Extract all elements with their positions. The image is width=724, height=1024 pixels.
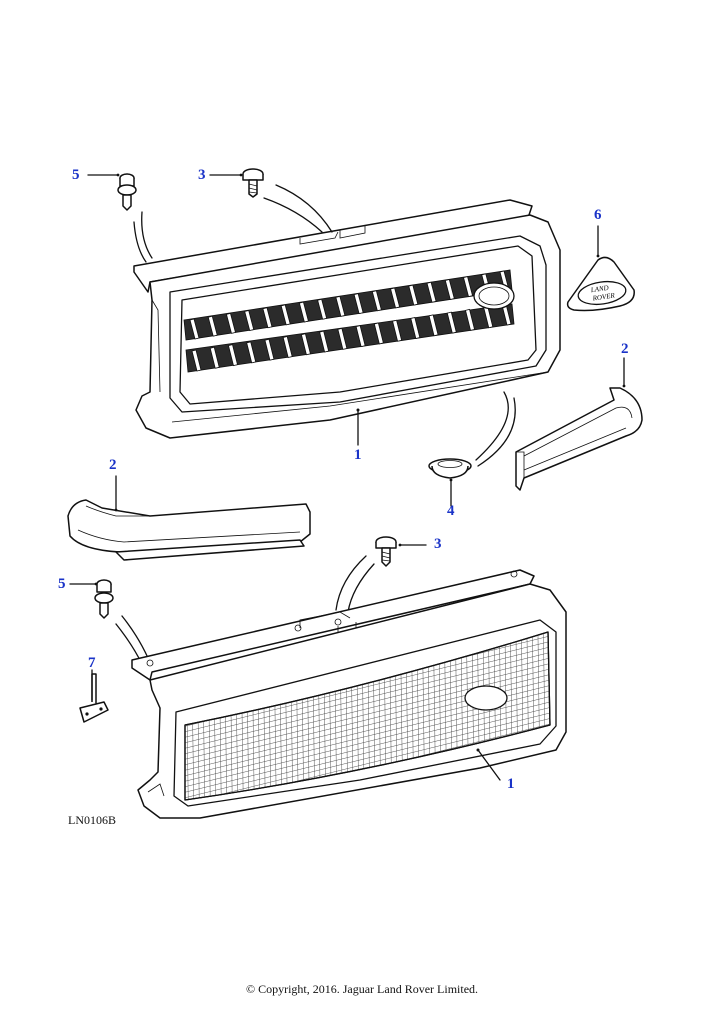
callout-4[interactable]: 4: [447, 503, 455, 519]
bracket-part: [79, 669, 109, 723]
callout-3-top[interactable]: 3: [198, 167, 206, 183]
land-rover-badge-part: LAND ROVER: [566, 225, 635, 312]
callout-7[interactable]: 7: [88, 655, 96, 671]
clip-fastener-bottom: [69, 579, 149, 665]
trim-strip-right: [515, 357, 643, 491]
upper-grille-part: [133, 199, 561, 446]
drawing-id: LN0106B: [68, 813, 116, 827]
callout-1-top[interactable]: 1: [354, 447, 362, 463]
grommet-part: [428, 391, 516, 507]
lower-grille-part: [131, 569, 567, 819]
callout-2-left[interactable]: 2: [109, 457, 117, 473]
callout-5-bottom[interactable]: 5: [58, 576, 66, 592]
screw-fastener-bottom: [335, 536, 427, 613]
callout-6[interactable]: 6: [594, 207, 602, 223]
callout-2-right[interactable]: 2: [621, 341, 629, 357]
callout-1-bottom[interactable]: 1: [507, 776, 515, 792]
badge-text-line1: LAND: [589, 284, 609, 295]
callout-5-top[interactable]: 5: [72, 167, 80, 183]
badge-text-line2: ROVER: [591, 291, 616, 302]
trim-strip-left: [67, 475, 311, 561]
copyright-notice: © Copyright, 2016. Jaguar Land Rover Lim…: [245, 982, 479, 996]
callout-3-bottom[interactable]: 3: [434, 536, 442, 552]
screw-fastener-top: [209, 168, 333, 233]
clip-fastener-top: [87, 173, 153, 263]
